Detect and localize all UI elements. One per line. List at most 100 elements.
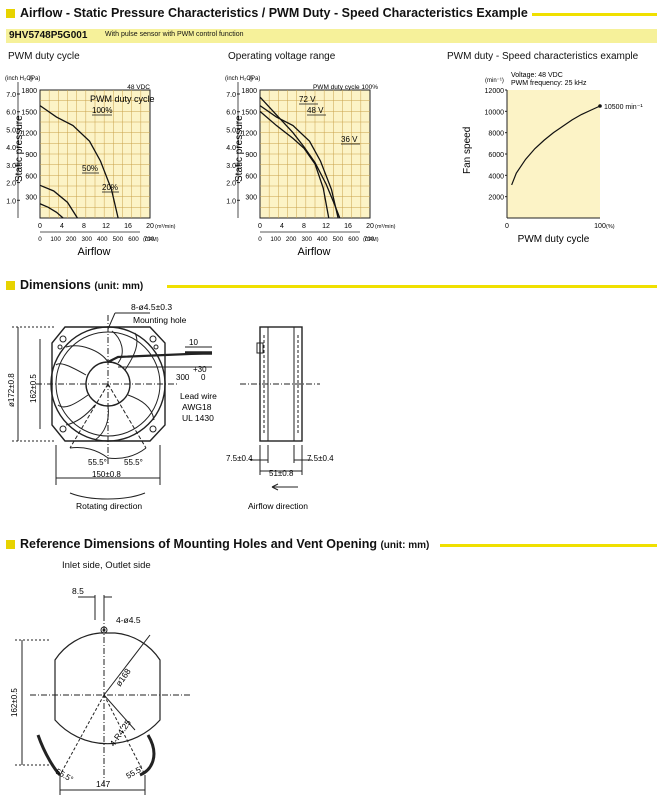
x-tick-m3: 16	[124, 223, 132, 230]
y-tick-inch: 1.0	[226, 198, 236, 205]
x-tick-cfm: 500	[333, 236, 344, 243]
y-tick-pa: 1200	[21, 131, 37, 138]
section-title-reference: Reference Dimensions of Mounting Holes a…	[20, 537, 429, 551]
front-mounting-hole-label: Mounting hole	[133, 315, 187, 325]
plot-area	[507, 90, 600, 218]
side-right-label: 7.5±0.4	[307, 454, 334, 463]
x-unit-cfm: (CFM)	[363, 237, 379, 243]
title-rule	[167, 285, 657, 288]
y-tick-pa: 1800	[21, 88, 37, 95]
front-ul-label: UL 1430	[182, 413, 214, 423]
y-tick-inch: 2.0	[6, 181, 16, 188]
x-tick-m3: 4	[280, 223, 284, 230]
x-tick-cfm: 200	[66, 236, 77, 243]
x-tick: 0	[505, 223, 509, 230]
x-tick-m3: 0	[258, 223, 262, 230]
y-tick-inch: 4.0	[226, 145, 236, 152]
reference-title-text: Reference Dimensions of Mounting Holes a…	[20, 537, 377, 551]
ref-angle-right: 55.5°	[125, 764, 146, 781]
x-unit-cfm: (CFM)	[143, 237, 159, 243]
x-axis-label: Airflow	[297, 246, 330, 258]
chart3-annotation-voltage: Voltage: 48 VDC	[511, 72, 563, 79]
front-holes-label: 8-ø4.5±0.3	[131, 302, 172, 312]
ref-h162-label: 162±0.5	[10, 688, 19, 717]
ref-85-label: 8.5	[72, 586, 84, 596]
chart2-title: Operating voltage range	[228, 51, 336, 62]
x-tick: 100	[594, 223, 606, 230]
y-tick-pa: 300	[245, 195, 257, 202]
y-tick-inch: 3.0	[226, 163, 236, 170]
front-h162-label: 162±0.5	[29, 374, 38, 403]
x-tick-m3: 8	[82, 223, 86, 230]
y-tick-pa: 600	[25, 173, 37, 180]
x-axis-label: Airflow	[77, 246, 110, 258]
x-tick-m3: 8	[302, 223, 306, 230]
ref-dia-label: ø168	[113, 666, 132, 688]
y-tick: 2000	[488, 195, 504, 202]
y-tick-pa: 900	[245, 152, 257, 159]
model-number: 9HV5748P5G001	[9, 30, 88, 41]
section-title-airflow: Airflow - Static Pressure Characteristic…	[20, 6, 528, 20]
y-tick-inch: 1.0	[6, 198, 16, 205]
y-unit: (min⁻¹)	[485, 78, 504, 84]
reference-subtitle: Inlet side, Outlet side	[62, 560, 151, 571]
x-tick-m3: 12	[322, 223, 330, 230]
y-tick-pa: 600	[245, 173, 257, 180]
y-tick-pa: 900	[25, 152, 37, 159]
ref-angle-left: 55.5°	[54, 767, 75, 784]
x-unit-m3: (m³/min)	[155, 224, 176, 230]
series-label-50: 50%	[82, 164, 98, 173]
chart2-annotation: PWM duty cycle 100%	[313, 84, 378, 91]
series-line-1	[259, 105, 339, 219]
series-label-36v: 36 V	[341, 135, 358, 144]
series-line	[511, 105, 601, 186]
ref-radius-label: 4-R4.25	[107, 717, 133, 748]
y-tick-pa: 300	[25, 195, 37, 202]
y-tick-inch: 4.0	[6, 145, 16, 152]
x-tick-m3: 20	[146, 223, 154, 230]
y-axis-label: Fan speed	[462, 127, 473, 174]
series-line-0	[39, 105, 119, 219]
y-tick: 6000	[488, 152, 504, 159]
y-tick: 8000	[488, 131, 504, 138]
y-axis-label: Static pressure	[234, 115, 245, 182]
front-lead-tol-zero: 0	[201, 373, 206, 382]
series-line-2	[39, 203, 64, 219]
series-label-72v: 72 V	[299, 95, 316, 104]
chart1-annotation: 48 VDC	[127, 84, 150, 91]
y-tick-inch: 6.0	[6, 110, 16, 117]
y-tick-pa: 1800	[241, 88, 257, 95]
y-axis-label: Static pressure	[14, 115, 25, 182]
x-unit-m3: (m³/min)	[375, 224, 396, 230]
dimension-side-view: 7.5±0.4 7.5±0.4 51±0.8 Airflow direction	[226, 326, 334, 511]
x-tick-cfm: 100	[50, 236, 61, 243]
section-title-dimensions: Dimensions (unit: mm)	[20, 278, 143, 292]
chart3-annotation-freq: PWM frequency: 25 kHz	[511, 80, 587, 87]
series-label-48v: 48 V	[307, 106, 324, 115]
ref-width-label: 147	[96, 779, 110, 789]
front-angle-left: 55.5°	[88, 458, 107, 467]
front-lead-tol-plus: +30	[193, 365, 207, 374]
x-axis-label: PWM duty cycle	[518, 234, 590, 245]
y-tick-inch: 5.0	[226, 127, 236, 134]
reference-unit: (unit: mm)	[380, 540, 430, 551]
side-left-label: 7.5±0.4	[226, 454, 253, 463]
y-tick-inch: 2.0	[226, 181, 236, 188]
x-tick-cfm: 200	[286, 236, 297, 243]
front-dia-label: ø172±0.8	[7, 373, 16, 407]
ref-holes-label: 4-ø4.5	[116, 615, 141, 625]
chart-pwm-duty: 3006009001200150018001.02.03.04.05.06.07…	[5, 76, 176, 258]
title-rule	[440, 544, 657, 547]
front-lead-wire-label: Lead wire	[180, 391, 217, 401]
x-tick-m3: 12	[102, 223, 110, 230]
chart1-legend-title: PWM duty cycle	[90, 94, 155, 104]
x-tick-cfm: 0	[258, 236, 262, 243]
x-tick-cfm: 400	[317, 236, 328, 243]
x-tick-m3: 0	[38, 223, 42, 230]
y-unit-pa: (Pa)	[29, 76, 40, 82]
y-unit-pa: (Pa)	[249, 76, 260, 82]
series-label-100: 100%	[92, 106, 112, 115]
end-label: 10500 min⁻¹	[604, 104, 643, 111]
reference-mounting-drawing: 8.5 4-ø4.5 ø168 4-R4.25 162±0.5 55.5° 55…	[10, 586, 190, 795]
